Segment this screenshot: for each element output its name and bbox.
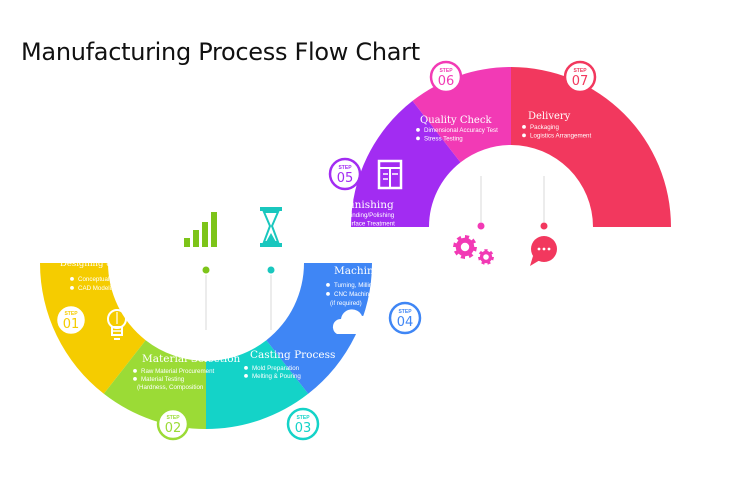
badge-step-label: STEP	[573, 68, 587, 74]
step-item: (Hardness, Composition	[137, 384, 204, 391]
step-title: Designing & Planning	[60, 259, 155, 269]
badge-step-label: STEP	[296, 415, 310, 421]
segment-step-04	[266, 263, 372, 394]
step-item: Packaging	[530, 124, 559, 131]
step-title: Material Selection	[142, 353, 241, 365]
badge-step-number: 03	[295, 421, 312, 436]
segment-step-07	[511, 67, 671, 227]
bullet-dot	[336, 221, 340, 226]
step-item: (if required)	[330, 300, 362, 307]
document-icon	[377, 159, 403, 190]
step-title: Quality Check	[420, 115, 492, 126]
hourglass-icon	[260, 207, 282, 247]
step-item: Grinding/Polishing	[344, 212, 395, 219]
badge-step-label: STEP	[166, 415, 180, 421]
segment-step-03	[206, 340, 309, 429]
bullet-dot	[416, 136, 420, 141]
bullet-dot	[133, 377, 137, 381]
step-item: Stress Testing	[424, 136, 463, 143]
badge-circle	[388, 301, 422, 335]
bar-chart-icon	[184, 212, 217, 247]
badge-step-label: STEP	[398, 309, 412, 315]
process-ring	[40, 67, 671, 429]
badge-circle	[328, 157, 362, 191]
cloud-icon	[332, 309, 376, 334]
segment-step-01	[40, 263, 146, 394]
bullet-dot	[70, 286, 74, 290]
badge-circle	[286, 407, 320, 441]
badge-circle	[429, 60, 463, 94]
badge-step-number: 05	[337, 171, 354, 186]
step-title: Finishing	[344, 199, 394, 211]
badge-step-number: 07	[572, 74, 589, 89]
step-item: Coating, Plating)	[340, 238, 386, 245]
bullet-dot	[133, 369, 137, 373]
segment-step-06	[412, 67, 511, 163]
badge-circle	[563, 60, 597, 94]
badge-step-label: STEP	[64, 311, 78, 317]
step-item: Dimensional Accuracy Test	[424, 127, 498, 134]
step-item: (Painting,	[340, 229, 366, 236]
badge-circle	[156, 407, 190, 441]
bullet-dot	[70, 277, 74, 281]
page-title: Manufacturing Process Flow Chart	[21, 38, 420, 66]
step-item: Turning, Milling, Drilling	[334, 282, 399, 289]
step-item: Raw Material Procurement	[141, 368, 215, 375]
step-item: Logistics Arrangement	[530, 133, 591, 140]
step-item: Material Testing	[141, 376, 185, 383]
chat-bubble-icon	[530, 236, 557, 266]
bullet-dot	[522, 125, 526, 129]
segment-step-05	[351, 100, 461, 227]
step-01-text: Designing & PlanningConceptualizationCAD…	[60, 259, 155, 292]
bullet-dot	[326, 283, 330, 287]
step-title: Casting Process	[250, 349, 335, 361]
badge-step-number: 04	[397, 315, 414, 330]
badge-step-number: 01	[63, 317, 80, 332]
step-title: Delivery	[528, 111, 571, 122]
bullet-dot	[244, 366, 248, 370]
connector-lines	[202, 176, 548, 330]
lightbulb-icon	[107, 309, 127, 340]
badge-step-number: 06	[438, 74, 455, 89]
step-item: Surface Treatment	[344, 221, 395, 228]
step-item: Conceptualization	[78, 276, 128, 283]
segment-step-02	[103, 340, 206, 429]
step-title: Machining	[334, 265, 391, 277]
gears-icon	[453, 235, 494, 265]
badge-step-number: 02	[165, 421, 182, 436]
step-item: CAD Modeling	[78, 285, 118, 292]
bullet-dot	[416, 127, 420, 132]
step-item: Melting & Pouring	[252, 373, 301, 380]
badge-circle	[54, 303, 88, 337]
bullet-dot	[244, 374, 248, 378]
step-item: CNC Machining	[334, 291, 378, 298]
bullet-dot	[326, 292, 330, 296]
bullet-dot	[522, 133, 526, 138]
step-item: Mold Preparation	[252, 365, 300, 372]
badge-step-label: STEP	[338, 165, 352, 171]
bullet-dot	[336, 213, 340, 217]
badge-step-label: STEP	[439, 68, 453, 74]
